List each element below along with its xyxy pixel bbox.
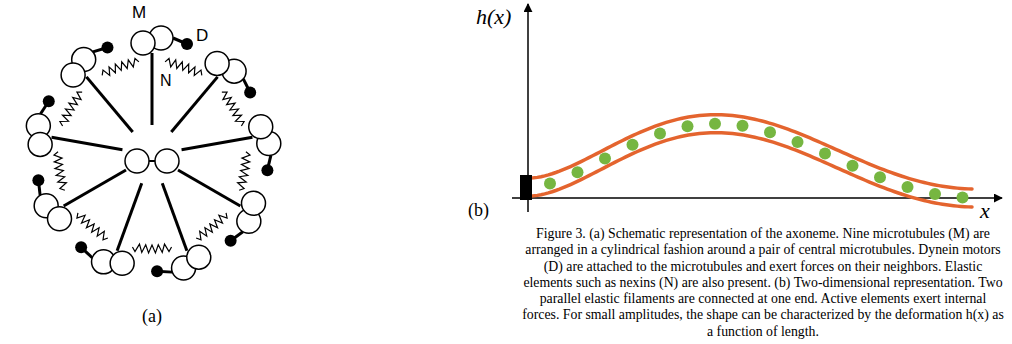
filament-plot: [512, 4, 1002, 212]
active-element: [709, 118, 721, 130]
radial-spoke: [162, 183, 187, 251]
nexin-link: [132, 244, 171, 253]
nexin-link: [54, 152, 66, 190]
nexin-link: [222, 92, 244, 126]
radial-spoke: [178, 170, 240, 206]
dynein-motor: [43, 95, 55, 107]
nexin-link: [102, 58, 139, 75]
dynein-motor: [181, 38, 193, 50]
radial-spoke: [151, 53, 154, 125]
microtubule: [110, 251, 134, 275]
radial-spoke: [52, 137, 123, 150]
dynein-label: D: [196, 26, 208, 46]
microtubule: [249, 115, 273, 139]
nexin-label: N: [160, 72, 172, 90]
nexin-link: [196, 213, 227, 240]
panel-label: (a): [142, 306, 162, 327]
clamped-end: [520, 175, 532, 200]
nexin-link: [77, 213, 108, 240]
microtubule: [241, 191, 265, 215]
dynein-motor: [32, 174, 44, 186]
axis-label: h(x): [476, 4, 511, 29]
microtubule: [61, 63, 85, 87]
figure-caption: Figure 3. (a) Schematic representation o…: [520, 226, 1006, 340]
central-microtubule: [155, 149, 179, 173]
active-element: [654, 127, 666, 139]
active-element: [902, 181, 914, 193]
central-microtubule: [125, 149, 149, 173]
active-element: [929, 188, 941, 200]
radial-spoke: [171, 77, 217, 132]
active-element: [764, 126, 776, 138]
active-element: [792, 136, 804, 148]
dynein-motor: [225, 235, 237, 247]
elastic-filament: [530, 115, 972, 189]
active-element: [737, 120, 749, 132]
elastic-filament: [530, 133, 972, 207]
microtubule-label: M: [132, 3, 146, 23]
active-element: [544, 177, 556, 189]
nexin-link: [60, 92, 82, 126]
active-element: [957, 192, 969, 204]
radial-spoke: [182, 137, 253, 150]
axis-label: x: [980, 198, 990, 223]
active-element: [819, 148, 831, 160]
panel-label: (b): [468, 200, 489, 221]
radial-spoke: [86, 77, 132, 132]
active-element: [874, 171, 886, 183]
active-element: [572, 166, 584, 178]
dynein-motor: [244, 86, 256, 98]
microtubule: [28, 132, 52, 156]
radial-spoke: [64, 170, 126, 206]
active-element: [627, 139, 639, 151]
microtubule: [205, 51, 229, 75]
microtubule: [131, 31, 155, 55]
radial-spoke: [117, 183, 142, 251]
microtubule: [48, 207, 72, 231]
dynein-motor: [151, 265, 163, 277]
active-element: [847, 160, 859, 172]
nexin-link: [238, 152, 250, 190]
x-axis: [512, 197, 1002, 199]
active-element: [599, 152, 611, 164]
active-element: [682, 120, 694, 132]
axoneme: [26, 26, 280, 280]
microtubule: [187, 245, 211, 269]
dynein-motor: [261, 164, 273, 176]
dynein-motor: [101, 41, 113, 53]
dynein-motor: [75, 241, 87, 253]
